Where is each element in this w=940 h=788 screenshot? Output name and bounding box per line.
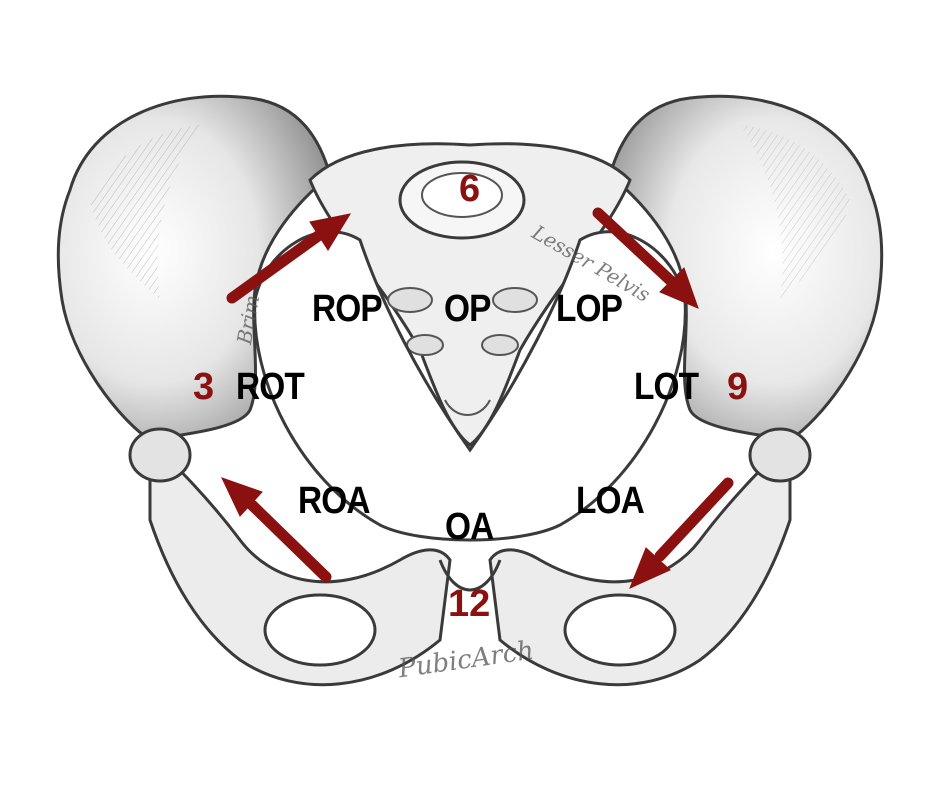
label-oa: OA [445,506,494,548]
rotation-arrow [226,213,352,304]
rotation-arrow [629,477,734,589]
label-roa: ROA [298,480,371,522]
label-rop: ROP [312,288,383,330]
label-op: OP [444,288,491,330]
clock-9: 9 [727,366,749,408]
clock-3: 3 [193,366,215,408]
label-lot: LOT [634,366,699,408]
label-loa: LOA [576,480,645,522]
label-lop: LOP [556,288,623,330]
clock-6: 6 [459,168,481,210]
label-rot: ROT [236,366,305,408]
rotation-arrows [221,207,734,589]
pelvic-inlet [253,230,687,542]
rotation-arrow [221,477,332,583]
clock-12: 12 [448,583,491,625]
rotation-arrow [592,207,699,309]
